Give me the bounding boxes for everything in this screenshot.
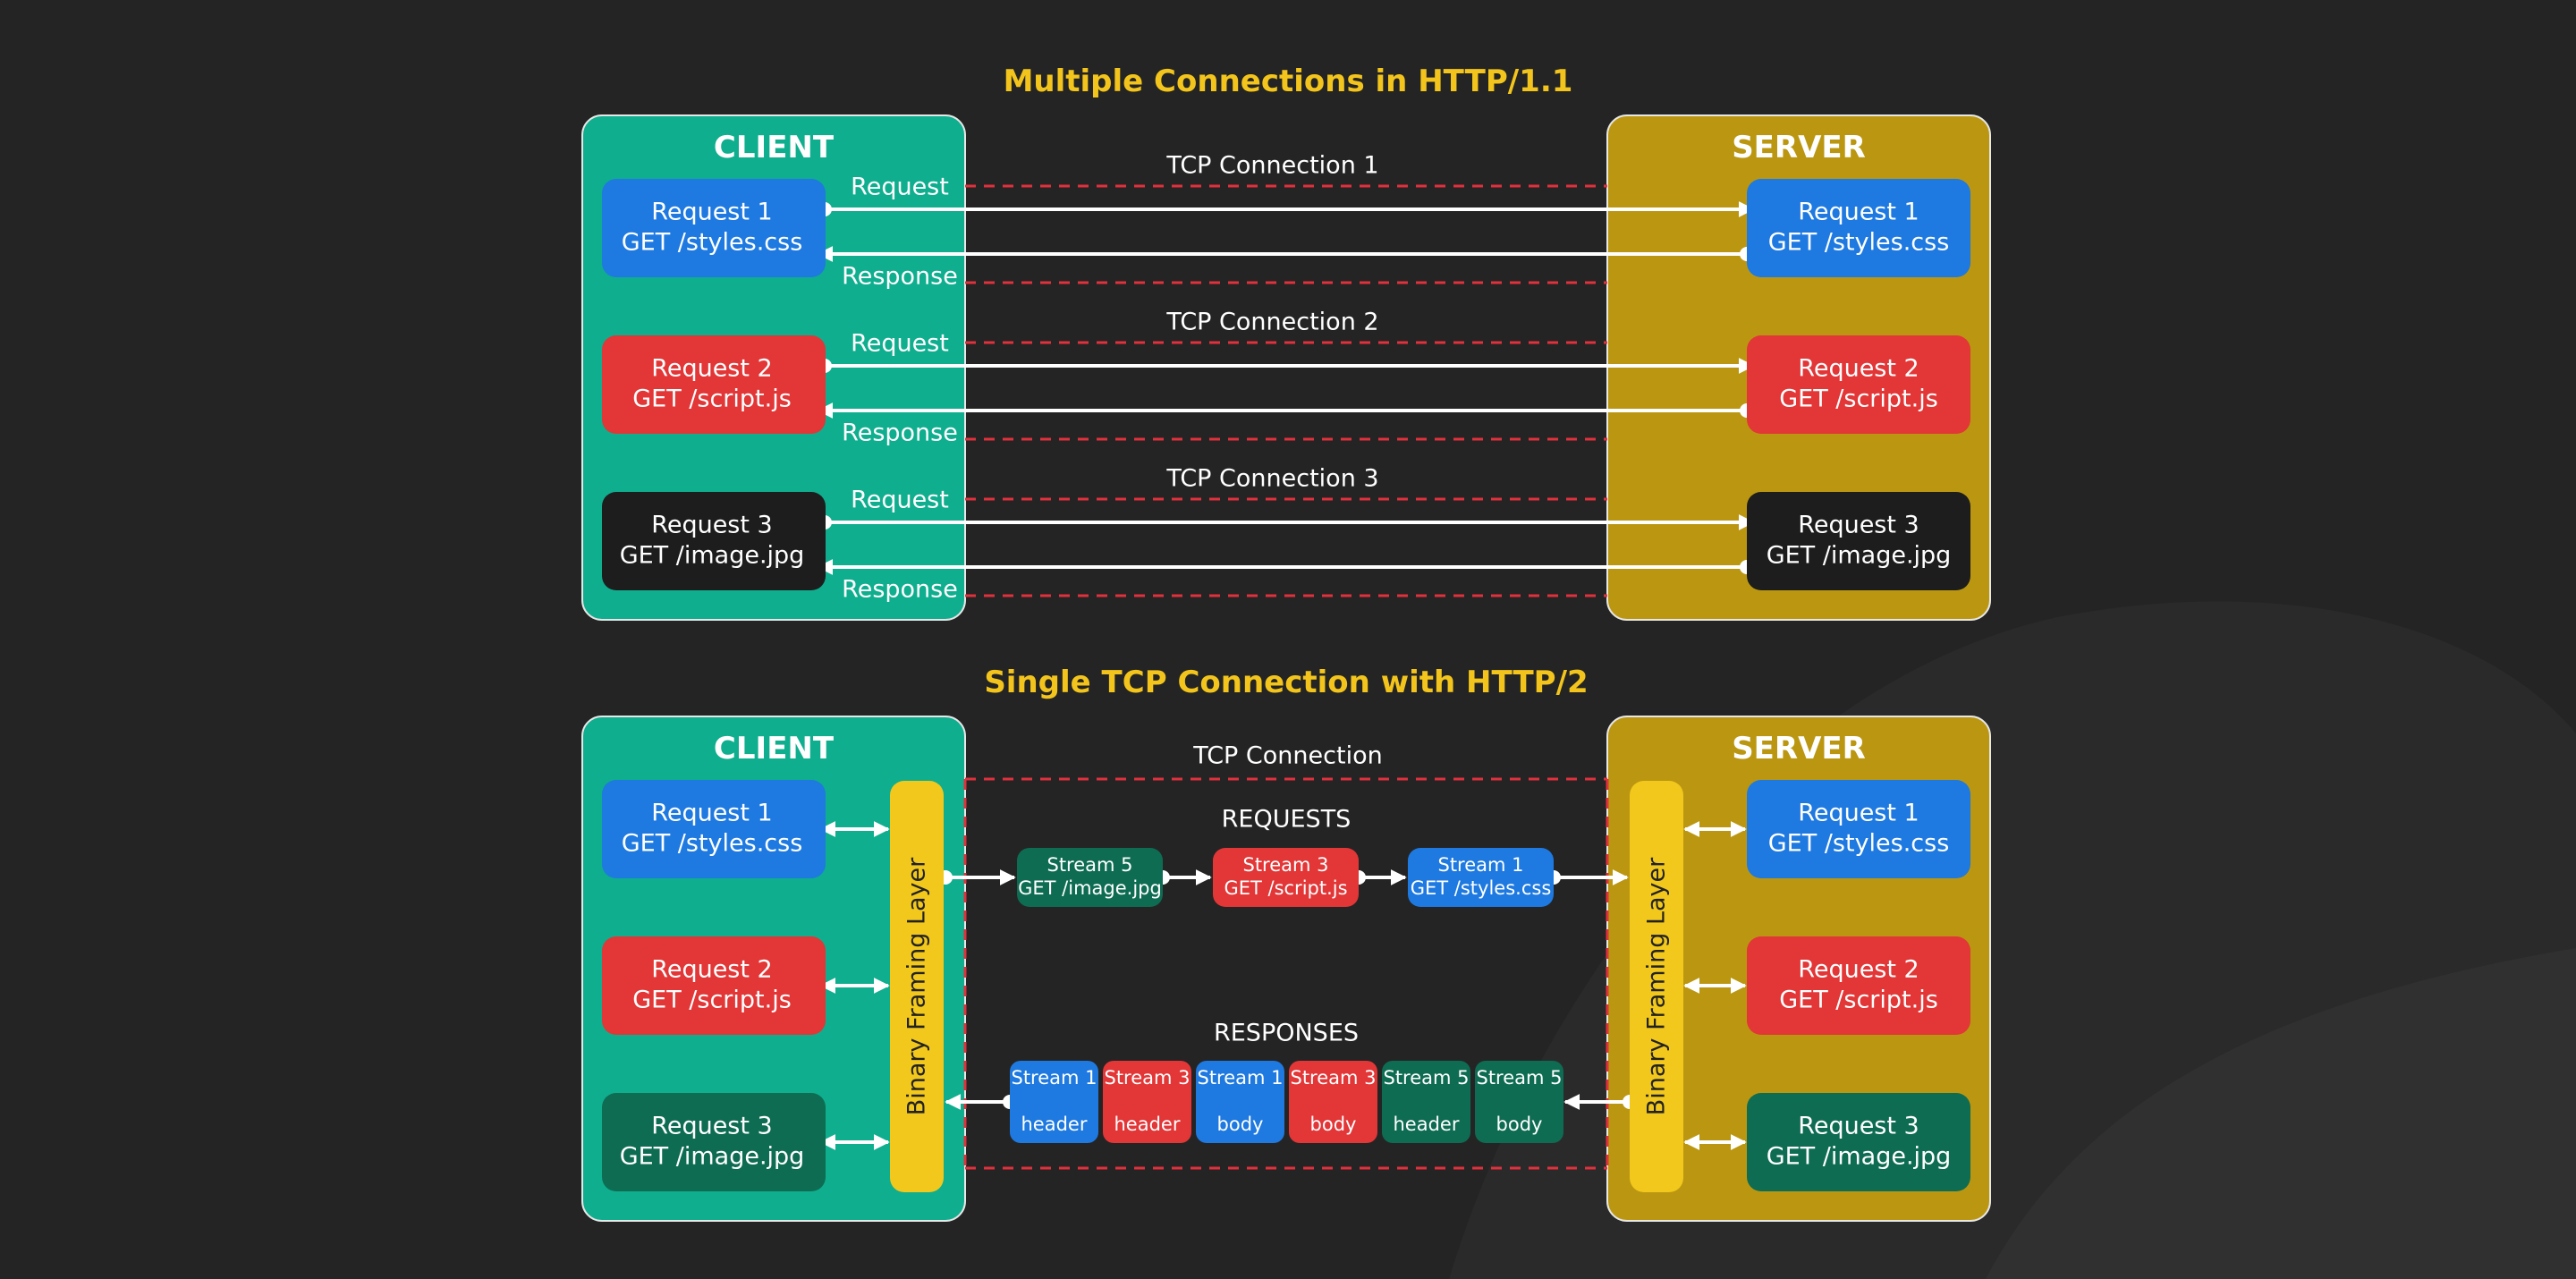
request-path: GET /styles.css (1768, 830, 1950, 858)
request-name: Request 2 (651, 355, 772, 383)
request-stream-box (1213, 848, 1359, 907)
responses-label: RESPONSES (1214, 1020, 1359, 1047)
client-binary-framing-layer (890, 781, 944, 1192)
stream-name: Stream 3 (1242, 854, 1328, 876)
server-label: SERVER (1732, 731, 1866, 767)
response-frame-box (1103, 1061, 1191, 1143)
frame-stream-name: Stream 1 (1197, 1067, 1283, 1088)
tcp-connection-label: TCP Connection 3 (1165, 465, 1378, 493)
client-request-box (602, 335, 826, 434)
frame-part: header (1021, 1114, 1088, 1135)
request-path: GET /script.js (632, 385, 792, 413)
tcp-connection-label: TCP Connection 2 (1165, 309, 1378, 336)
stream-path: GET /image.jpg (1018, 877, 1162, 899)
request-path: GET /image.jpg (620, 542, 805, 570)
client-request-box (602, 1093, 826, 1191)
frame-stream-name: Stream 3 (1290, 1067, 1376, 1088)
response-frame-box (1196, 1061, 1284, 1143)
server-request-box (1747, 492, 1970, 590)
response-frame-box (1289, 1061, 1377, 1143)
binary-framing-label: Binary Framing Layer (1643, 857, 1671, 1115)
stream-path: GET /script.js (1224, 877, 1347, 899)
server-request-box (1747, 780, 1970, 878)
request-label: Request (851, 330, 949, 358)
frame-stream-name: Stream 3 (1104, 1067, 1190, 1088)
frame-stream-name: Stream 1 (1011, 1067, 1097, 1088)
frame-part: body (1310, 1114, 1357, 1135)
server-request-box (1747, 1093, 1970, 1191)
binary-framing-label: Binary Framing Layer (903, 857, 931, 1115)
frame-part: body (1217, 1114, 1264, 1135)
request-stream-box (1408, 848, 1554, 907)
request-name: Request 3 (651, 512, 772, 539)
request-name: Request 2 (1798, 355, 1919, 383)
server-binary-framing-layer (1630, 781, 1683, 1192)
server-label: SERVER (1732, 130, 1866, 165)
frame-part: header (1394, 1114, 1460, 1135)
request-name: Request 2 (1798, 956, 1919, 984)
request-name: Request 1 (1798, 800, 1919, 827)
request-path: GET /image.jpg (1767, 1143, 1952, 1171)
requests-label: REQUESTS (1222, 806, 1352, 834)
request-path: GET /styles.css (622, 229, 803, 257)
request-stream-box (1017, 848, 1163, 907)
client-request-box (602, 780, 826, 878)
client-label: CLIENT (714, 731, 835, 767)
client-request-box (602, 492, 826, 590)
request-path: GET /image.jpg (620, 1143, 805, 1171)
request-name: Request 1 (651, 800, 772, 827)
server-request-box (1747, 179, 1970, 277)
server-request-box (1747, 335, 1970, 434)
client-request-box (602, 936, 826, 1035)
request-name: Request 3 (1798, 512, 1919, 539)
response-label: Response (842, 419, 958, 447)
client-label: CLIENT (714, 130, 835, 165)
tcp-connection-label: TCP Connection 1 (1165, 152, 1378, 180)
stream-name: Stream 1 (1437, 854, 1523, 876)
response-frame-box (1010, 1061, 1098, 1143)
stream-path: GET /styles.css (1411, 877, 1552, 899)
request-name: Request 1 (1798, 199, 1919, 226)
response-label: Response (842, 263, 958, 291)
section-title: Multiple Connections in HTTP/1.1 (1004, 64, 1573, 99)
request-name: Request 1 (651, 199, 772, 226)
request-path: GET /script.js (1779, 385, 1938, 413)
request-name: Request 2 (651, 956, 772, 984)
client-request-box (602, 179, 826, 277)
request-path: GET /script.js (632, 987, 792, 1014)
response-label: Response (842, 576, 958, 604)
stream-name: Stream 5 (1046, 854, 1132, 876)
section-title: Single TCP Connection with HTTP/2 (984, 665, 1588, 700)
frame-part: body (1496, 1114, 1543, 1135)
request-name: Request 3 (651, 1113, 772, 1140)
request-path: GET /styles.css (622, 830, 803, 858)
response-frame-box (1475, 1061, 1563, 1143)
frame-stream-name: Stream 5 (1476, 1067, 1562, 1088)
request-path: GET /styles.css (1768, 229, 1950, 257)
request-path: GET /image.jpg (1767, 542, 1952, 570)
request-name: Request 3 (1798, 1113, 1919, 1140)
tcp-connection-label: TCP Connection (1192, 742, 1382, 770)
frame-stream-name: Stream 5 (1383, 1067, 1469, 1088)
response-frame-box (1382, 1061, 1470, 1143)
frame-part: header (1114, 1114, 1181, 1135)
request-label: Request (851, 174, 949, 201)
request-label: Request (851, 487, 949, 514)
request-path: GET /script.js (1779, 987, 1938, 1014)
background-hill-shape (1986, 948, 2576, 1279)
server-request-box (1747, 936, 1970, 1035)
